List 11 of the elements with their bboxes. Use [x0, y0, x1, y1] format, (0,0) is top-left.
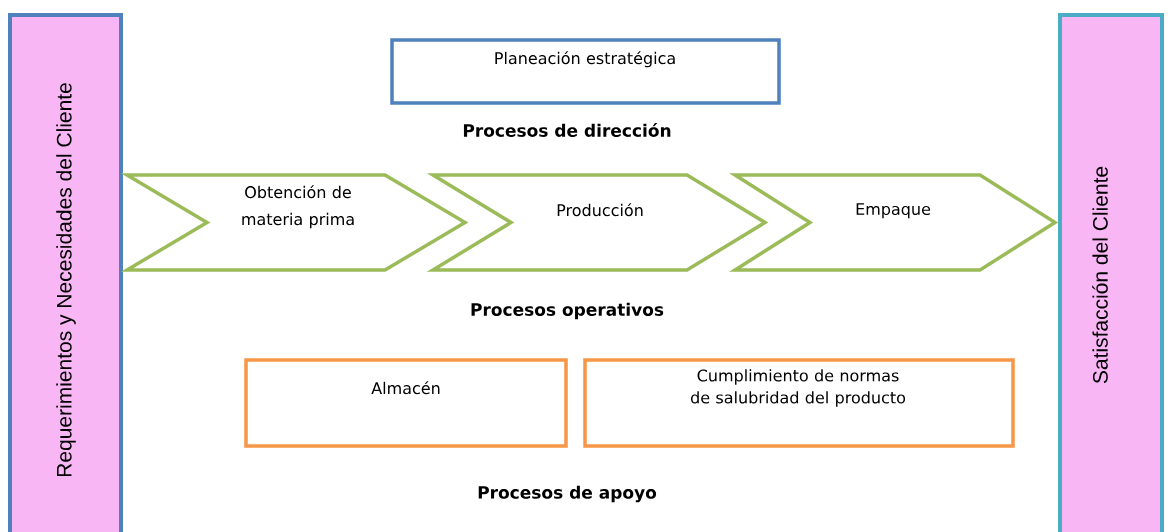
chevron-step: Producción [426, 173, 769, 272]
chevron-step: Obtención de materia prima [120, 173, 469, 272]
process-box: Almacén [244, 358, 568, 448]
section-heading: Procesos operativos [471, 302, 664, 320]
side-bar: Requerimientos y Necesidades del Cliente [8, 13, 123, 532]
chevron-step: Empaque [728, 173, 1059, 272]
process-box: Planeación estratégica [390, 38, 781, 105]
process-box: Cumplimiento de normas de salubridad del producto [583, 358, 1015, 448]
side-bar: Satisfacción del Cliente [1058, 13, 1164, 532]
section-heading: Procesos de apoyo [478, 485, 657, 503]
section-heading: Procesos de dirección [463, 123, 671, 137]
